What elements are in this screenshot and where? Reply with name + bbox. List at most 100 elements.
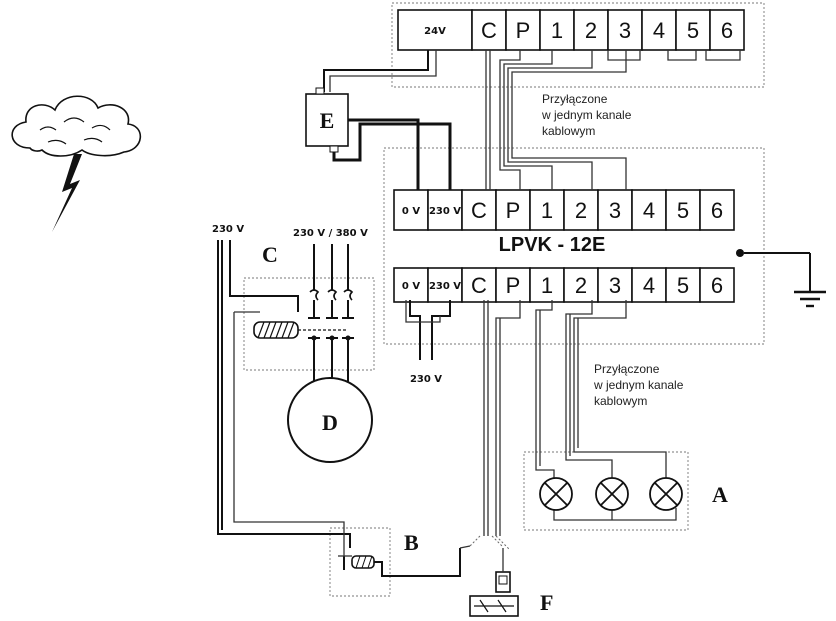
note-bottom-line2: w jednym kanale	[593, 378, 684, 392]
wire-230v-supply	[405, 300, 451, 360]
terminal-1: 1	[539, 9, 575, 51]
terminal-5: 5	[665, 189, 701, 231]
terminal-label: P	[506, 273, 521, 298]
wire-transformer-to-controller	[332, 118, 452, 190]
terminal-0v: 0 V	[393, 267, 429, 303]
terminal-label: 1	[551, 18, 563, 43]
note-top-line1: Przyłączone	[542, 92, 608, 106]
contactor-c	[253, 244, 354, 388]
controller-model-label: LPVK - 12E	[499, 234, 606, 256]
terminal-label: 6	[711, 198, 723, 223]
terminal-label: P	[516, 18, 531, 43]
terminal-label: 3	[609, 198, 621, 223]
terminal-4: 4	[631, 267, 667, 303]
terminal-6: 6	[699, 267, 735, 303]
terminal-label: C	[471, 198, 487, 223]
ground-icon	[736, 249, 826, 308]
motor-icon: D	[287, 377, 373, 463]
terminal-p: P	[505, 9, 541, 51]
terminal-label: C	[471, 273, 487, 298]
terminal-4: 4	[641, 9, 677, 51]
label-e: E	[320, 108, 335, 133]
terminal-label: 1	[541, 273, 553, 298]
wire-left-supply	[217, 240, 351, 556]
terminal-label: 4	[643, 273, 655, 298]
terminal-5: 5	[665, 267, 701, 303]
lamp-icon	[649, 477, 683, 511]
lamp-icon	[539, 477, 573, 511]
terminal-230v: 230 V	[427, 189, 463, 231]
terminal-label: 1	[541, 198, 553, 223]
terminal-2: 2	[573, 9, 609, 51]
note-top-line3: kablowym	[542, 124, 595, 138]
terminal-3: 3	[607, 9, 643, 51]
terminal-label: 6	[721, 18, 733, 43]
supply-230v-left: 230 V	[212, 224, 244, 235]
transformer-e: E	[305, 87, 349, 153]
terminal-5: 5	[675, 9, 711, 51]
lamp-group-a	[539, 477, 683, 511]
terminal-label: 230 V	[429, 206, 461, 217]
terminal-3: 3	[597, 189, 633, 231]
terminal-0v: 0 V	[393, 189, 429, 231]
lamp-icon	[595, 477, 629, 511]
terminal-label: 0 V	[402, 206, 420, 217]
terminal-label: 4	[643, 198, 655, 223]
terminal-label: 5	[677, 198, 689, 223]
terminal-label: 3	[619, 18, 631, 43]
label-b: B	[404, 530, 419, 555]
terminal-label: 6	[711, 273, 723, 298]
terminal-c: C	[471, 9, 507, 51]
note-bottom-line3: kablowym	[594, 394, 647, 408]
storm-cloud-icon	[11, 95, 142, 157]
terminal-label: 2	[575, 198, 587, 223]
wire-24v	[323, 50, 437, 92]
terminal-2: 2	[563, 189, 599, 231]
terminal-label: 5	[677, 273, 689, 298]
terminal-6: 6	[709, 9, 745, 51]
terminal-1: 1	[529, 189, 565, 231]
terminal-label: 0 V	[402, 281, 420, 292]
terminal-label: 24V	[424, 26, 446, 37]
terminal-1: 1	[529, 267, 565, 303]
terminal-3: 3	[597, 267, 633, 303]
terminal-4: 4	[631, 189, 667, 231]
terminal-label: 5	[687, 18, 699, 43]
lightning-icon	[52, 154, 82, 232]
terminal-label: 230 V	[429, 281, 461, 292]
label-c: C	[262, 242, 278, 267]
label-f: F	[540, 590, 553, 615]
note-bottom-line1: Przyłączone	[594, 362, 660, 376]
terminal-p: P	[495, 189, 531, 231]
supply-230v-bottom: 230 V	[410, 374, 442, 385]
sensor-b	[338, 548, 461, 577]
terminal-230v: 230 V	[427, 267, 463, 303]
wire-to-sensor-f	[469, 300, 521, 551]
terminal-label: 2	[585, 18, 597, 43]
sensor-b-enclosure	[329, 527, 391, 597]
top-panel-enclosure	[391, 2, 765, 88]
label-a: A	[712, 482, 728, 507]
terminal-label: P	[506, 198, 521, 223]
terminal-label: C	[481, 18, 497, 43]
terminal-label: 2	[575, 273, 587, 298]
terminal-label: 4	[653, 18, 665, 43]
supply-230v-380v: 230 V / 380 V	[293, 228, 368, 239]
terminal-c: C	[461, 189, 497, 231]
terminal-p: P	[495, 267, 531, 303]
terminal-24v: 24V	[397, 9, 473, 51]
terminal-6: 6	[699, 189, 735, 231]
contactor-enclosure	[243, 277, 375, 371]
wire-bundle-top	[485, 50, 741, 190]
sensor-f	[459, 545, 519, 617]
note-top-line2: w jednym kanale	[541, 108, 632, 122]
terminal-2: 2	[563, 267, 599, 303]
label-d: D	[322, 410, 338, 435]
wire-to-lamps	[535, 300, 677, 521]
terminal-label: 3	[609, 273, 621, 298]
